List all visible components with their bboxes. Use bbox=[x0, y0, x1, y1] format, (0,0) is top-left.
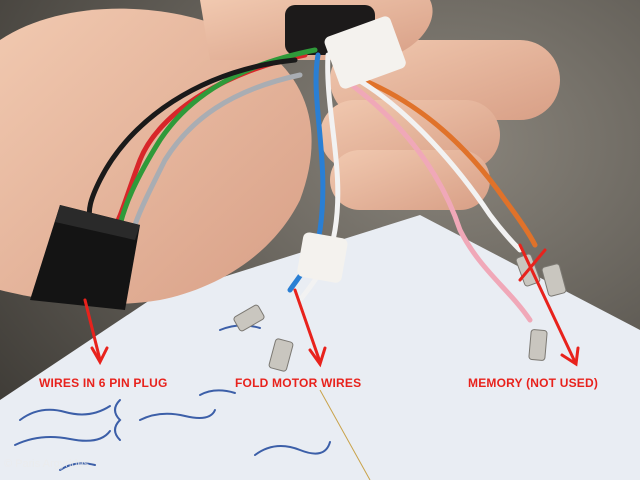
memory-wires-label: MEMORY (NOT USED) bbox=[468, 376, 599, 390]
wire-orange bbox=[347, 72, 538, 248]
arrow-memory-branch bbox=[518, 248, 547, 282]
tape-label-fold bbox=[297, 232, 348, 283]
arrow-plug bbox=[83, 298, 102, 362]
annotation-arrows bbox=[83, 243, 580, 368]
arrow-memory bbox=[518, 243, 577, 364]
plug-wires-label: WIRES IN 6 PIN PLUG bbox=[39, 376, 168, 390]
photo-credit: © Paris Argyrides bbox=[4, 458, 90, 470]
wire-black bbox=[86, 57, 298, 223]
six-pin-plug bbox=[30, 205, 140, 310]
wire-pink bbox=[342, 77, 533, 323]
fold-motor-wires-label: FOLD MOTOR WIRES bbox=[235, 376, 362, 390]
tape-label-top bbox=[324, 16, 406, 89]
arrow-plug-head bbox=[90, 346, 109, 366]
wire-grey bbox=[132, 72, 303, 228]
arrow-fold-head bbox=[308, 346, 327, 368]
wire-white-2 bbox=[352, 75, 523, 253]
arrow-fold bbox=[293, 288, 322, 364]
paper-rule bbox=[319, 389, 371, 480]
arrow-memory-head bbox=[560, 346, 580, 367]
wire-bundle bbox=[86, 47, 538, 323]
